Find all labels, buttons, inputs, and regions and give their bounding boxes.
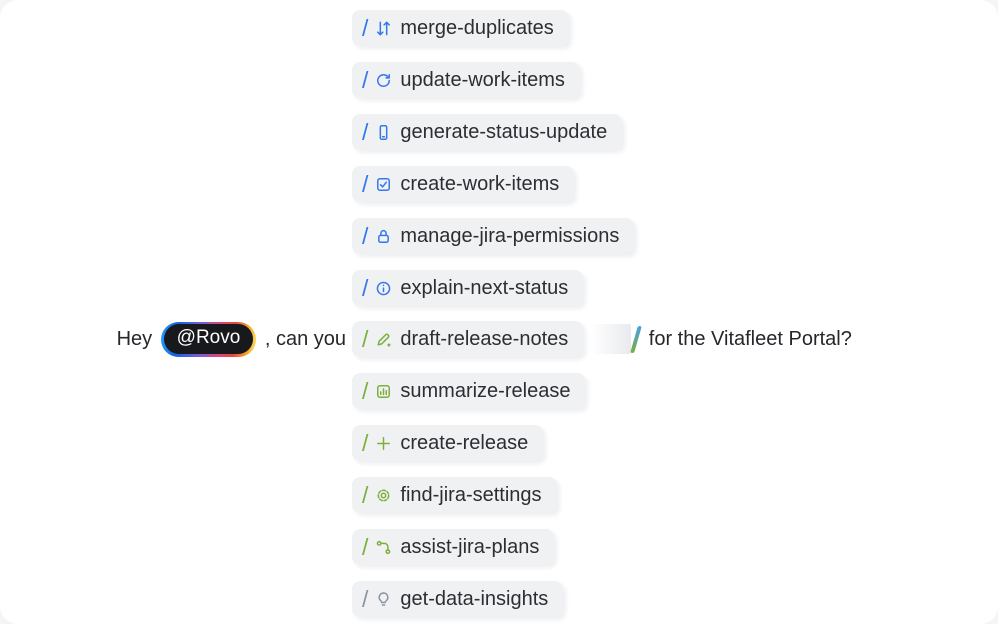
command-row: / create-work-items — [0, 166, 998, 202]
slash-command-pill[interactable]: / find-jira-settings — [352, 477, 557, 513]
phone-icon — [375, 124, 392, 141]
command-row: / manage-jira-permissions — [0, 218, 998, 254]
command-label: update-work-items — [400, 68, 565, 91]
command-row: / get-data-insights — [0, 581, 998, 617]
slash-glyph: / — [362, 481, 369, 508]
gear-icon — [375, 487, 392, 504]
sentence-trail: for the Vitafleet Portal? — [591, 324, 852, 354]
slash-glyph: / — [362, 585, 369, 612]
slash-glyph: / — [362, 325, 369, 352]
command-row: / find-jira-settings — [0, 477, 998, 513]
slash-command-pill[interactable]: / assist-jira-plans — [352, 529, 555, 565]
command-row: Hey@Rovo, can you / draft-release-notes … — [0, 321, 998, 357]
command-label: create-release — [400, 431, 529, 454]
flow-nodes-icon — [375, 539, 392, 556]
command-label: explain-next-status — [400, 276, 569, 299]
slash-glyph: / — [362, 222, 369, 249]
slash-command-pill[interactable]: / summarize-release — [352, 373, 586, 409]
command-label: summarize-release — [400, 379, 571, 402]
command-row: / merge-duplicates — [0, 10, 998, 46]
slash-command-pill[interactable]: / draft-release-notes — [352, 321, 584, 357]
command-label: assist-jira-plans — [400, 535, 540, 558]
rovo-mention-chip[interactable]: @Rovo — [161, 321, 256, 357]
merge-arrows-icon — [375, 20, 392, 37]
pencil-icon — [375, 331, 392, 348]
slash-command-pill[interactable]: / get-data-insights — [352, 581, 564, 617]
slash-command-pill[interactable]: / manage-jira-permissions — [352, 218, 635, 254]
command-row: / create-release — [0, 425, 998, 461]
slash-command-pill[interactable]: / explain-next-status — [352, 270, 584, 306]
sentence-lead: Hey @Rovo , can you — [0, 321, 352, 357]
slash-command-pill[interactable]: / create-release — [352, 425, 544, 461]
slash-glyph: / — [362, 170, 369, 197]
bar-chart-icon — [375, 383, 392, 400]
slash-glyph: / — [362, 377, 369, 404]
slash-command-pill[interactable]: / generate-status-update — [352, 114, 623, 150]
command-row: / update-work-items — [0, 62, 998, 98]
command-label: merge-duplicates — [400, 16, 554, 39]
cursor-fade — [591, 324, 632, 354]
command-label: manage-jira-permissions — [400, 224, 620, 247]
command-label: create-work-items — [400, 172, 560, 195]
info-icon — [375, 280, 392, 297]
lightbulb-icon — [375, 591, 392, 608]
slash-glyph: / — [362, 14, 369, 41]
command-label: find-jira-settings — [400, 483, 542, 506]
plus-icon — [375, 435, 392, 452]
command-label: generate-status-update — [400, 120, 608, 143]
command-row: / explain-next-status — [0, 270, 998, 306]
sentence-middle: , can you — [264, 327, 346, 350]
slash-command-pill[interactable]: / merge-duplicates — [352, 10, 569, 46]
command-row: / assist-jira-plans — [0, 529, 998, 565]
typing-slash-cursor — [630, 325, 642, 353]
lock-icon — [375, 228, 392, 245]
command-row: / generate-status-update — [0, 114, 998, 150]
command-label: draft-release-notes — [400, 327, 569, 350]
command-row: / summarize-release — [0, 373, 998, 409]
sentence-prefix: Hey — [116, 327, 153, 350]
command-label: get-data-insights — [400, 587, 549, 610]
slash-glyph: / — [362, 533, 369, 560]
sentence-suffix: for the Vitafleet Portal? — [648, 327, 852, 350]
slash-command-pill[interactable]: / create-work-items — [352, 166, 575, 202]
refresh-icon — [375, 72, 392, 89]
slash-command-pill[interactable]: / update-work-items — [352, 62, 580, 98]
slash-glyph: / — [362, 429, 369, 456]
rovo-mention-label: @Rovo — [163, 324, 254, 354]
checkbox-icon — [375, 176, 392, 193]
slash-glyph: / — [362, 118, 369, 145]
slash-glyph: / — [362, 66, 369, 93]
slash-glyph: / — [362, 274, 369, 301]
